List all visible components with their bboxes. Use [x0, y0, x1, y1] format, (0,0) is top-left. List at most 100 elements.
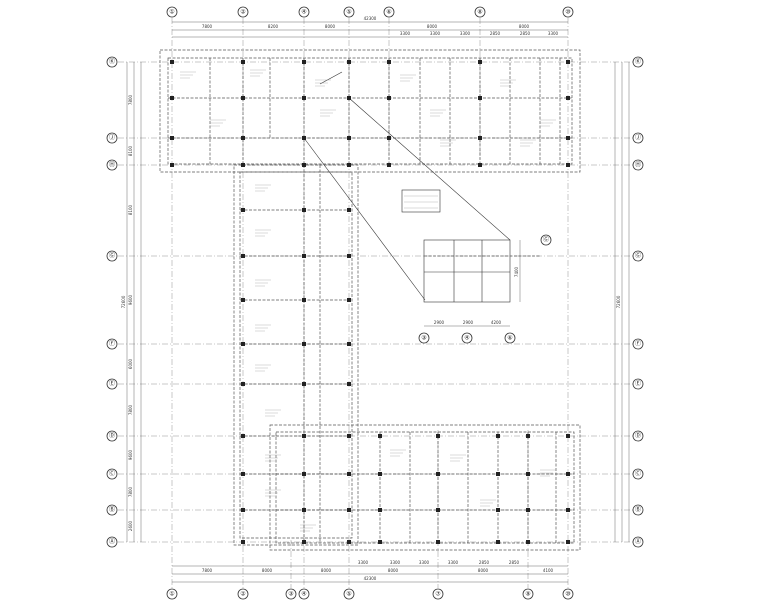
svg-text:③: ③ [288, 591, 293, 598]
svg-text:Ⓔ: Ⓔ [109, 380, 115, 388]
column-6 [241, 136, 245, 140]
column-30 [241, 298, 245, 302]
column-18 [387, 136, 391, 140]
bottom-sub-3: 3300 [419, 560, 430, 565]
top-dim-2: 8200 [268, 24, 279, 29]
inset-dim-1: 2900 [434, 320, 445, 325]
column-56 [378, 472, 382, 476]
column-52 [347, 472, 351, 476]
svg-text:Ⓗ: Ⓗ [635, 161, 641, 169]
column-69 [526, 508, 530, 512]
right-dimension-lines: 72600 [614, 62, 630, 542]
column-62 [436, 540, 440, 544]
column-71 [566, 434, 570, 438]
bottom-dim-2: 8000 [262, 568, 273, 573]
svg-text:Ⓑ: Ⓑ [109, 506, 115, 514]
bottom-dim-5: 8000 [478, 568, 489, 573]
column-66 [496, 540, 500, 544]
svg-text:③: ③ [421, 335, 426, 342]
column-7 [241, 163, 245, 167]
columns [170, 60, 570, 544]
axis-top-4: ⑥ [383, 6, 395, 18]
svg-text:Ⓙ: Ⓙ [109, 134, 115, 142]
svg-text:⑩: ⑩ [565, 591, 570, 598]
left-dim-8: 7800 [128, 486, 133, 497]
bottom-dim-6: 4100 [543, 568, 554, 573]
detail-box [401, 189, 441, 213]
column-2 [170, 136, 174, 140]
column-25 [566, 96, 570, 100]
axis-bottom-6: ⑨ [522, 588, 534, 600]
column-61 [436, 508, 440, 512]
column-33 [241, 434, 245, 438]
bottom-sub-5: 2850 [479, 560, 490, 565]
top-dim-4: 8000 [427, 24, 438, 29]
svg-text:⑧: ⑧ [477, 9, 482, 16]
axis-bottom-7: ⑩ [562, 588, 574, 600]
left-dim-3: 8100 [128, 204, 133, 215]
svg-text:Ⓙ: Ⓙ [635, 134, 641, 142]
axis-left-3: Ⓖ [106, 250, 118, 262]
column-46 [347, 208, 351, 212]
axis-top-2: ④ [298, 6, 310, 18]
column-12 [347, 60, 351, 64]
axis-top-5: ⑧ [474, 6, 486, 18]
axis-right-5: Ⓔ [632, 378, 644, 390]
column-34 [241, 472, 245, 476]
column-48 [347, 298, 351, 302]
svg-text:Ⓖ: Ⓖ [543, 236, 549, 244]
left-dim-6: 7800 [128, 404, 133, 415]
svg-text:⑥: ⑥ [507, 335, 512, 342]
column-65 [496, 508, 500, 512]
bottom-sub-1: 3300 [358, 560, 369, 565]
column-70 [526, 540, 530, 544]
axis-right-9: Ⓐ [632, 536, 644, 548]
column-39 [302, 298, 306, 302]
svg-text:Ⓖ: Ⓖ [109, 252, 115, 260]
svg-text:⑩: ⑩ [565, 9, 570, 16]
column-23 [478, 163, 482, 167]
bottom-sub-4: 3300 [448, 560, 459, 565]
inset-dim-4: 7400 [514, 266, 519, 277]
column-36 [241, 540, 245, 544]
left-dimension-lines: 72600 7800 8100 8100 9600 6000 7800 9600… [121, 62, 142, 542]
svg-text:Ⓐ: Ⓐ [109, 538, 115, 546]
column-1 [170, 96, 174, 100]
axis-left-1: Ⓙ [106, 132, 118, 144]
svg-text:④: ④ [464, 335, 469, 342]
column-60 [436, 472, 440, 476]
column-58 [378, 540, 382, 544]
bottom-sub-6: 2850 [509, 560, 520, 565]
left-dim-4: 9600 [128, 294, 133, 305]
column-10 [302, 136, 306, 140]
svg-text:④: ④ [301, 591, 306, 598]
svg-text:Ⓚ: Ⓚ [109, 58, 115, 66]
lower-wing-beams [269, 424, 581, 551]
axis-right-2: Ⓗ [632, 159, 644, 171]
left-dim-5: 6000 [128, 358, 133, 369]
column-73 [566, 508, 570, 512]
axis-right-4: Ⓕ [632, 338, 644, 350]
vertical-wing-beams [233, 164, 359, 546]
column-28 [241, 208, 245, 212]
column-38 [302, 254, 306, 258]
axis-inset-bottom-0: ③ [418, 332, 430, 344]
column-4 [241, 60, 245, 64]
column-44 [302, 508, 306, 512]
column-5 [241, 96, 245, 100]
svg-text:Ⓕ: Ⓕ [109, 340, 115, 348]
column-3 [170, 163, 174, 167]
top-sub-6: 3300 [548, 31, 559, 36]
column-49 [347, 342, 351, 346]
svg-text:Ⓑ: Ⓑ [635, 506, 641, 514]
column-51 [347, 434, 351, 438]
axis-top-0: ① [166, 6, 178, 18]
column-11 [302, 163, 306, 167]
vertical-grid-lines [171, 18, 569, 588]
column-32 [241, 382, 245, 386]
axis-inset-bottom-1: ④ [461, 332, 473, 344]
column-35 [241, 508, 245, 512]
svg-text:⑦: ⑦ [435, 591, 441, 598]
